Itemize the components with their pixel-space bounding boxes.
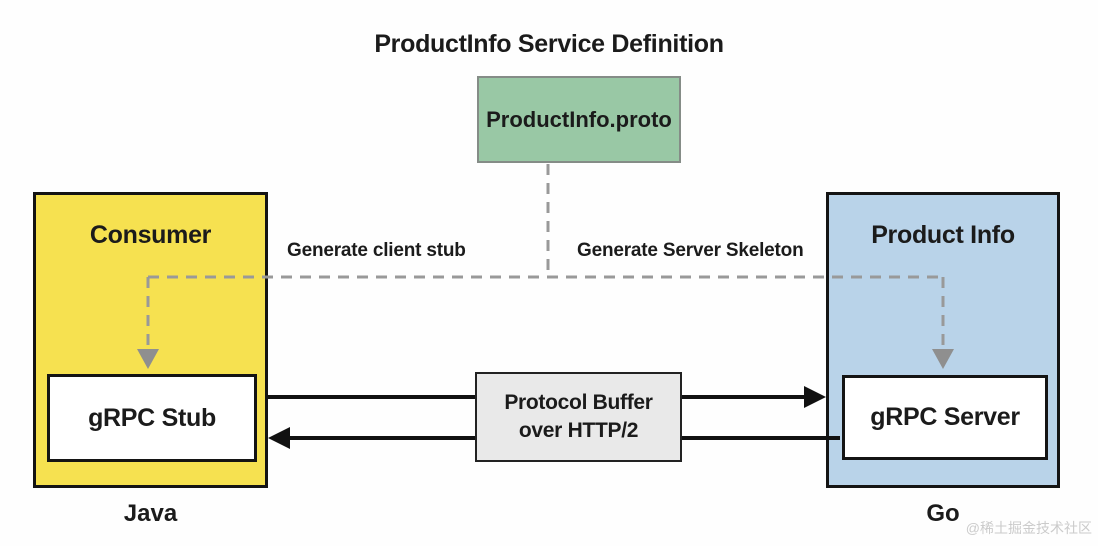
generate-server-skeleton-label: Generate Server Skeleton xyxy=(577,240,804,261)
product-info-title: Product Info xyxy=(871,221,1015,249)
grpc-stub-box: gRPC Stub xyxy=(47,374,257,462)
grpc-stub-label: gRPC Stub xyxy=(88,403,216,432)
consumer-language-label: Java xyxy=(123,500,178,527)
proto-file-label: ProductInfo.proto xyxy=(486,106,672,132)
proto-file-box: ProductInfo.proto xyxy=(477,76,681,163)
diagram-title: ProductInfo Service Definition xyxy=(374,30,724,58)
transport-label-line2: over HTTP/2 xyxy=(518,419,639,442)
grpc-server-label: gRPC Server xyxy=(870,403,1020,431)
producer-language-label: Go xyxy=(926,500,960,527)
watermark-text: @稀土掘金技术社区 xyxy=(965,520,1092,536)
transport-box: Protocol Buffer over HTTP/2 xyxy=(475,372,682,462)
consumer-title: Consumer xyxy=(89,221,212,249)
generate-client-stub-label: Generate client stub xyxy=(287,240,466,261)
request-arrowhead-icon xyxy=(804,386,826,408)
transport-label-line1: Protocol Buffer xyxy=(504,390,653,414)
response-arrowhead-icon xyxy=(268,427,290,449)
grpc-server-box: gRPC Server xyxy=(842,375,1048,460)
